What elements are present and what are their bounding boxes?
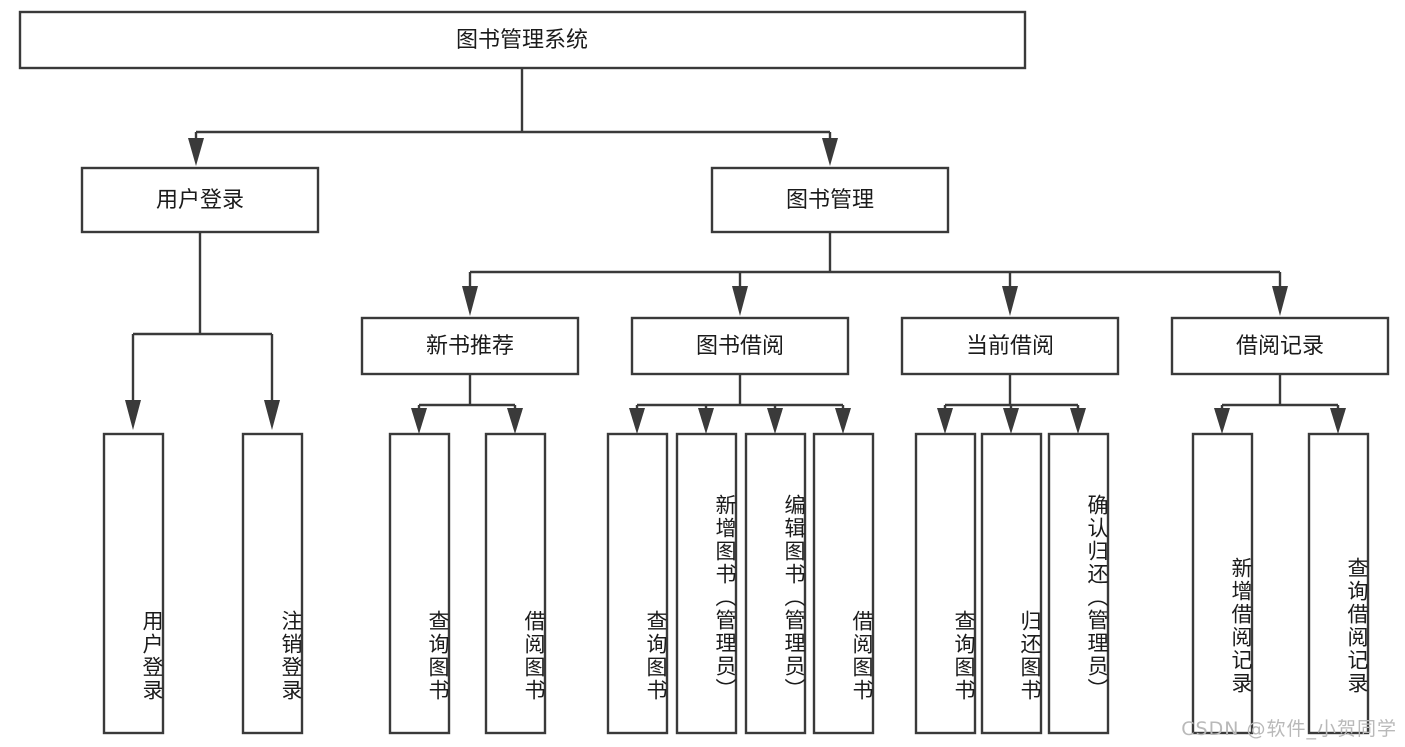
arrow-to-leaf-borrow-book-2 [835, 408, 851, 434]
node-leaf-borrow-book-1-box[interactable] [484, 432, 547, 735]
node-leaf-query-book-1-box[interactable] [388, 432, 451, 735]
node-borrow-record-label: 借阅记录 [1236, 334, 1324, 359]
arrow-to-user-login [188, 138, 204, 166]
arrow-to-new-book-rec [462, 286, 478, 316]
arrow-to-book-manage [822, 138, 838, 166]
watermark-text: CSDN @软件_小贺同学 [1181, 718, 1397, 740]
arrow-to-leaf-confirm-return [1070, 408, 1086, 434]
node-book-borrow-label: 图书借阅 [696, 334, 784, 359]
node-current-borrow-box[interactable] [900, 316, 1120, 376]
node-leaf-add-record-box[interactable] [1191, 432, 1254, 735]
arrow-to-leaf-query-record [1330, 408, 1346, 434]
node-leaf-confirm-return-box[interactable] [1047, 432, 1110, 735]
arrow-to-current-borrow [1002, 286, 1018, 316]
arrow-to-leaf-borrow-book-1 [507, 408, 523, 434]
arrow-to-leaf-add-book [698, 408, 714, 434]
arrow-to-book-borrow [732, 286, 748, 316]
arrow-to-leaf-logout [264, 400, 280, 430]
arrow-to-leaf-query-book-2 [629, 408, 645, 434]
node-book-borrow-box[interactable] [630, 316, 850, 376]
arrow-to-leaf-edit-book [767, 408, 783, 434]
node-book-manage-label: 图书管理 [786, 188, 874, 213]
node-leaf-edit-book-box[interactable] [744, 432, 807, 735]
node-leaf-borrow-book-2-box[interactable] [812, 432, 875, 735]
node-leaf-logout-box[interactable] [241, 432, 304, 735]
node-book-manage-box[interactable] [710, 166, 950, 234]
node-leaf-user-login-box[interactable] [102, 432, 165, 735]
node-leaf-query-record-box[interactable] [1307, 432, 1370, 735]
arrow-to-leaf-query-book-3 [937, 408, 953, 434]
node-new-book-rec-label: 新书推荐 [426, 334, 514, 359]
arrow-to-leaf-return-book [1003, 408, 1019, 434]
node-leaf-query-book-3-box[interactable] [914, 432, 977, 735]
arrow-to-leaf-add-record [1214, 408, 1230, 434]
node-root-label: 图书管理系统 [456, 28, 588, 53]
node-user-login-label: 用户登录 [156, 188, 244, 213]
arrow-to-leaf-user-login [125, 400, 141, 430]
node-leaf-return-book-box[interactable] [980, 432, 1043, 735]
node-borrow-record-box[interactable] [1170, 316, 1390, 376]
node-root-box[interactable] [18, 10, 1027, 70]
node-new-book-rec-box[interactable] [360, 316, 580, 376]
node-leaf-query-book-2-box[interactable] [606, 432, 669, 735]
node-current-borrow-label: 当前借阅 [966, 334, 1054, 359]
node-leaf-add-book-box[interactable] [675, 432, 738, 735]
arrow-to-borrow-record [1272, 286, 1288, 316]
arrow-to-leaf-query-book-1 [411, 408, 427, 434]
